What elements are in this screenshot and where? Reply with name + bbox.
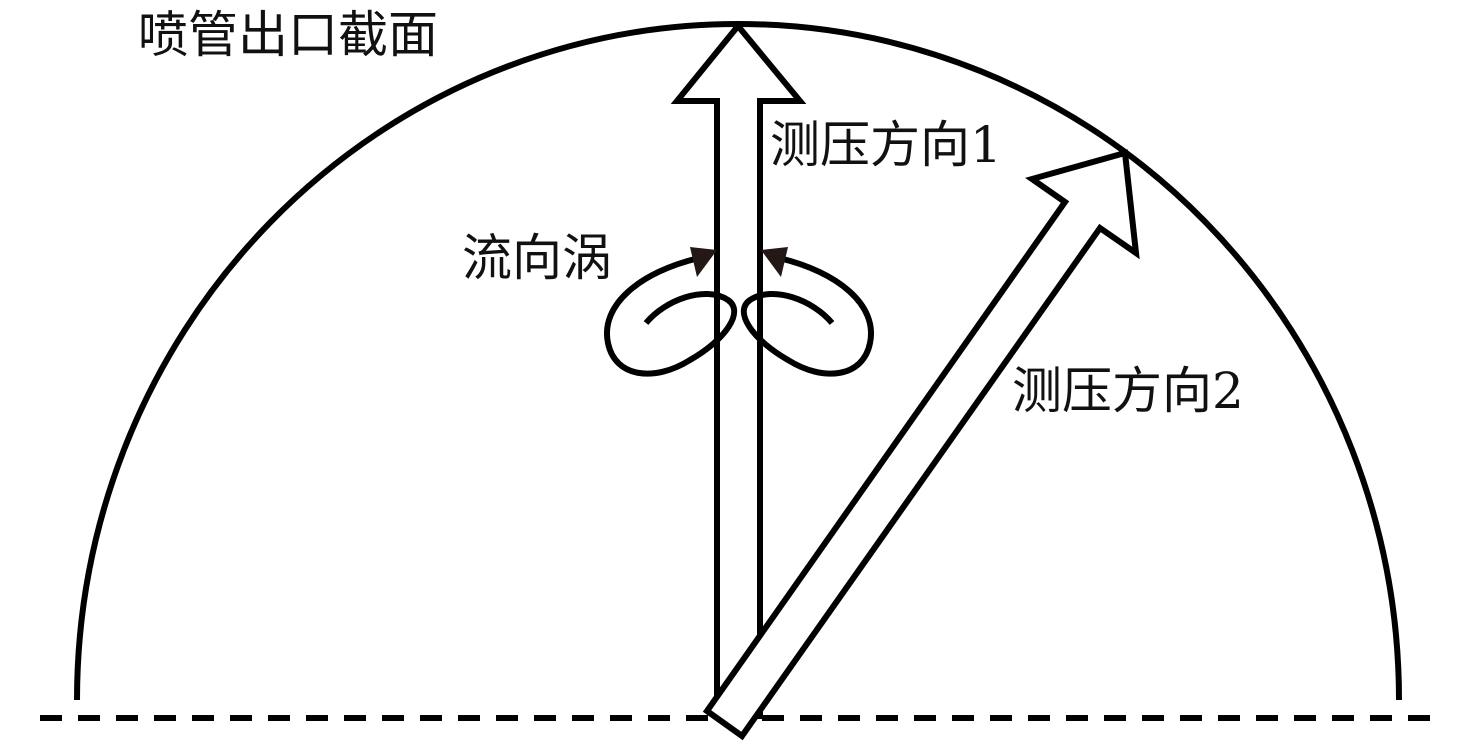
direction-2-label: 测压方向2 <box>1012 362 1244 420</box>
vortex-arrowhead-right <box>761 247 788 277</box>
section-label: 喷管出口截面 <box>138 6 438 64</box>
vortex-loop-right <box>741 255 874 377</box>
vortex-arrowhead-left <box>690 247 717 277</box>
direction-1-label: 测压方向1 <box>770 116 1002 174</box>
direction-2-arrow <box>702 149 1140 741</box>
vortex-label: 流向涡 <box>462 229 612 287</box>
direction-1-arrow <box>670 21 807 719</box>
vortex-loop-left <box>604 255 737 377</box>
